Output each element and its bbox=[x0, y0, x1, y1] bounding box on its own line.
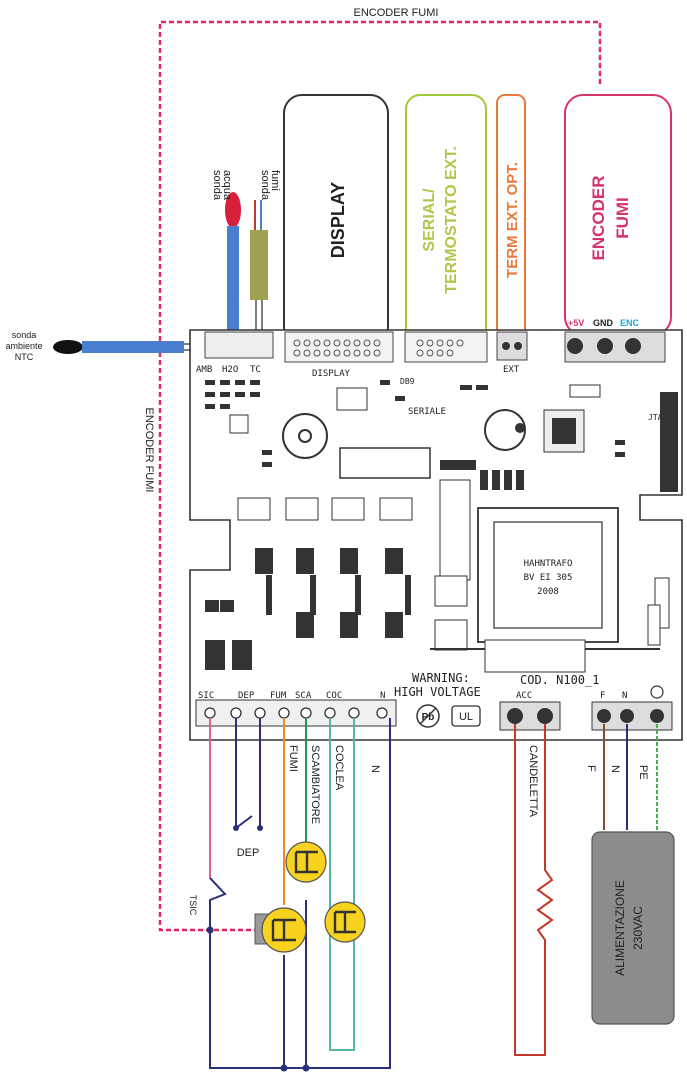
term-ext-callout: TERM EXT. OPT. bbox=[496, 94, 526, 346]
wire-candeletta-label: CANDELETTA bbox=[527, 745, 539, 818]
trafo-label-2: BV EI 305 bbox=[524, 573, 573, 583]
cod-label: COD. N100_1 bbox=[520, 673, 599, 687]
enc-gnd-label: GND bbox=[593, 318, 614, 328]
encoder-box-line2: FUMI bbox=[613, 197, 632, 239]
motor-fumi bbox=[254, 907, 307, 953]
enc-5v-label: +5V bbox=[568, 318, 584, 328]
wire-junctions bbox=[206, 825, 310, 1072]
probe-room-label-3: NTC bbox=[15, 352, 34, 362]
probe-water-label-1: sonda bbox=[211, 170, 223, 201]
enc-enc-label: ENC bbox=[620, 318, 640, 328]
wire-coclea-label: COCLEA bbox=[333, 745, 345, 791]
motor-scambiatore bbox=[285, 841, 327, 883]
probe-fumes-label-1: sonda bbox=[259, 170, 271, 201]
terminal-sca: SCA bbox=[295, 691, 312, 701]
probe-room-label-2: ambiente bbox=[5, 341, 42, 351]
probe-room-label-1: sonda bbox=[12, 330, 37, 340]
ul-mark: UL bbox=[459, 711, 473, 723]
wire-pe-label: PE bbox=[637, 765, 649, 780]
wire-n3-label: N bbox=[609, 765, 621, 773]
serial-label-line1: SERIAL/ bbox=[421, 188, 438, 252]
terminal-dep: DEP bbox=[238, 691, 255, 701]
tc-label: TC bbox=[250, 365, 261, 375]
h2o-label: H2O bbox=[222, 365, 238, 375]
warning-label-1: WARNING: bbox=[412, 671, 470, 685]
board-seriale-label: SERIALE bbox=[408, 407, 446, 417]
encoder-fumi-top-label: ENCODER FUMI bbox=[354, 7, 439, 19]
dep-switch-label: DEP bbox=[237, 847, 260, 859]
display-label: DISPLAY bbox=[328, 182, 348, 258]
encoder-dashed-wire bbox=[158, 20, 602, 932]
board-display-label: DISPLAY bbox=[312, 369, 351, 379]
wire-scambiatore-label: SCAMBIATORE bbox=[309, 745, 321, 824]
acc-label: ACC bbox=[516, 691, 532, 701]
serial-label-line2: TERMOSTATO EXT. bbox=[443, 146, 460, 294]
encoder-box-line1: ENCODER bbox=[589, 175, 608, 260]
motor-coclea bbox=[324, 901, 366, 943]
terminal-f: F bbox=[600, 691, 605, 701]
term-ext-label: TERM EXT. OPT. bbox=[504, 162, 521, 278]
control-board: AMB H2O TC DISPLAY DB9 SERIALE EXT JTAG bbox=[189, 329, 683, 741]
serial-callout: SERIAL/ TERMOSTATO EXT. bbox=[405, 94, 487, 346]
terminal-n: N bbox=[380, 691, 385, 701]
power-supply: ALIMENTAZIONE 230VAC bbox=[591, 831, 675, 1025]
board-db9-label: DB9 bbox=[400, 377, 415, 386]
wire-fumi-label: FUMI bbox=[287, 745, 299, 772]
room-probe bbox=[53, 340, 205, 354]
supply-label-1: ALIMENTAZIONE bbox=[613, 880, 627, 976]
board-jtag-label: JTAG bbox=[648, 413, 667, 422]
trafo-label-3: 2008 bbox=[537, 587, 559, 597]
supply-label-2: 230VAC bbox=[631, 906, 645, 950]
wire-n-label: N bbox=[369, 765, 381, 773]
water-probe bbox=[225, 192, 241, 352]
display-callout: DISPLAY bbox=[283, 94, 389, 346]
terminal-coc: COC bbox=[326, 691, 342, 701]
board-ext-label: EXT bbox=[503, 365, 520, 375]
tsic-label: TSIC bbox=[188, 895, 198, 916]
amb-label: AMB bbox=[196, 365, 212, 375]
probe-fumes-label-2: fumi bbox=[269, 170, 281, 191]
terminal-sic: SIC bbox=[198, 691, 214, 701]
encoder-callout: ENCODER FUMI +5V GND ENC bbox=[564, 94, 672, 336]
trafo-label-1: HAHNTRAFO bbox=[524, 559, 573, 569]
terminal-n2: N bbox=[622, 691, 627, 701]
terminal-fum: FUM bbox=[270, 691, 287, 701]
warning-label-2: HIGH VOLTAGE bbox=[394, 685, 481, 699]
fumes-probe bbox=[250, 200, 268, 340]
probe-water-label-2: acqua bbox=[221, 170, 233, 201]
wire-f-label: F bbox=[585, 765, 597, 772]
encoder-fumi-side-label: ENCODER FUMI bbox=[143, 408, 155, 493]
pb-mark: Pb bbox=[422, 712, 435, 723]
